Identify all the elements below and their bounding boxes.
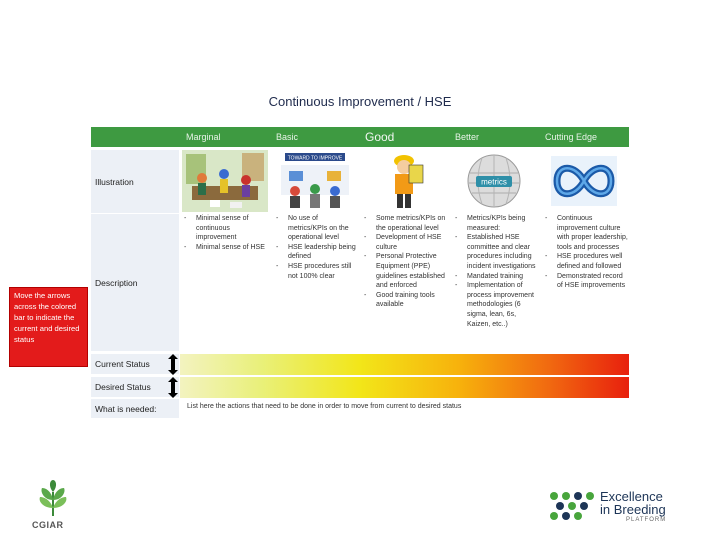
instruction-callout: Move the arrows across the colored bar t… [9, 287, 88, 367]
description-item: Good training tools available [364, 291, 446, 310]
safety-worker-illustration [394, 155, 424, 208]
illustration-marginal [180, 150, 270, 212]
description-item: Mandated training [455, 272, 537, 282]
description-cutting-edge: Continuous improvement culture with prop… [545, 214, 629, 352]
description-item: Minimal sense of HSE [184, 243, 268, 253]
description-item: Implementation of process improvement me… [455, 281, 537, 329]
description-item: Some metrics/KPIs on the operational lev… [364, 214, 446, 233]
description-item: HSE procedures well defined and followed [545, 252, 629, 271]
level-header-good: Good [359, 127, 449, 147]
current-status-arrow-handle[interactable] [167, 354, 179, 375]
row-label-desired-status: Desired Status [91, 377, 179, 398]
illustration-basic: TOWARD TO IMPROVE [270, 150, 359, 212]
eib-wordmark-line1: Excellence [600, 489, 663, 504]
header-corner [91, 127, 180, 147]
level-header-marginal: Marginal [180, 127, 270, 147]
level-header-basic: Basic [270, 127, 359, 147]
description-item: Continuous improvement culture with prop… [545, 214, 629, 252]
infinity-loop-icon [551, 156, 617, 206]
team-meeting-illustration: TOWARD TO IMPROVE [280, 153, 349, 208]
illustration-cutting-edge [539, 150, 629, 212]
metrics-label: metrics [481, 178, 507, 187]
metrics-globe-icon: metrics [467, 154, 521, 208]
page-title: Continuous Improvement / HSE [268, 94, 452, 109]
description-basic: No use of metrics/KPIs on the operationa… [276, 214, 356, 352]
eib-dots-icon [550, 492, 594, 520]
description-item: No use of metrics/KPIs on the operationa… [276, 214, 356, 243]
current-status-bar[interactable] [180, 354, 629, 375]
description-item: Demonstrated record of HSE improvements [545, 272, 629, 291]
description-item: HSE leadership being defined [276, 243, 356, 262]
eib-wordmark-line3: PLATFORM [626, 517, 667, 523]
row-label-current-status: Current Status [91, 354, 179, 375]
description-item: Development of HSE culture [364, 233, 446, 252]
what-is-needed-text[interactable]: List here the actions that need to be do… [187, 403, 462, 410]
left-right-arrow-icon [168, 354, 178, 375]
cgiar-wordmark: CGIAR [32, 520, 64, 530]
eib-logo: Excellence in Breeding PLATFORM [548, 490, 688, 530]
desired-status-bar[interactable] [180, 377, 629, 398]
cgiar-logo: CGIAR [28, 478, 78, 538]
level-header-better: Better [449, 127, 539, 147]
eib-wordmark-line2: in Breeding [600, 502, 666, 517]
description-marginal: Minimal sense of continuous improvement … [184, 214, 268, 352]
row-label-what-is-needed: What is needed: [91, 399, 179, 419]
basic-banner-text: TOWARD TO IMPROVE [287, 156, 342, 162]
description-item: Metrics/KPIs being measured: [455, 214, 537, 233]
level-header-cutting-edge: Cutting Edge [539, 127, 629, 147]
cgiar-plant-icon [39, 480, 67, 516]
description-item: HSE procedures still not 100% clear [276, 262, 356, 281]
messy-office-illustration [182, 150, 268, 212]
desired-status-arrow-handle[interactable] [167, 377, 179, 398]
left-right-arrow-icon [168, 377, 178, 398]
description-item: Established HSE committee and clear proc… [455, 233, 537, 271]
description-better: Metrics/KPIs being measured: Established… [455, 214, 537, 352]
row-label-illustration: Illustration [91, 150, 179, 214]
row-label-description: Description [91, 214, 179, 352]
description-good: Some metrics/KPIs on the operational lev… [364, 214, 446, 352]
illustration-better: metrics [449, 150, 539, 212]
illustration-good [359, 150, 449, 212]
description-item: Minimal sense of continuous improvement [184, 214, 268, 243]
description-item: Personal Protective Equipment (PPE) guid… [364, 252, 446, 290]
